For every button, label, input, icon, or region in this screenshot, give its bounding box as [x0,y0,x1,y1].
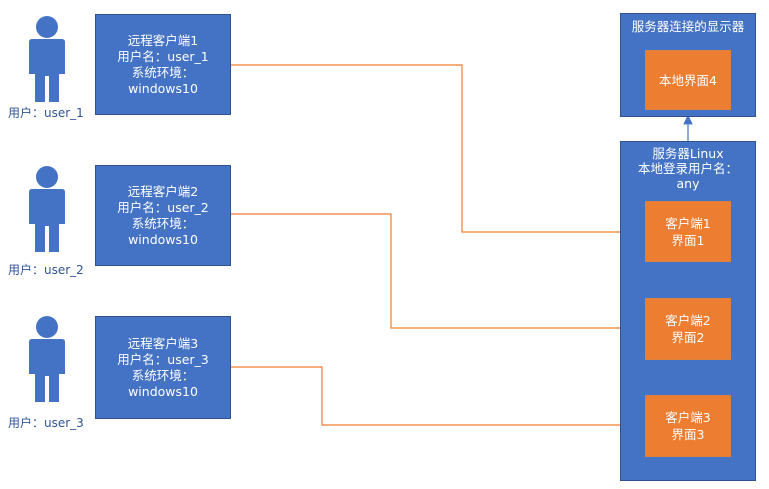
client-name: 远程客户端3 [127,335,199,351]
client-env-value: windows10 [128,383,198,399]
user-label-3: 用户：user_3 [8,416,84,430]
server-title: 服务器Linux 本地登录用户名： any [621,146,755,191]
client-session-1: 客户端1 界面1 [645,201,731,262]
session-client: 客户端2 [665,313,711,328]
local-interface-label: 本地界面4 [659,72,717,88]
connector-client2-session2 [231,213,646,333]
person-icon [29,166,65,252]
session-ui: 界面3 [671,427,705,442]
session-ui: 界面1 [671,232,705,248]
server-login-value: any [676,176,700,191]
session-client: 客户端1 [665,215,711,231]
user-label-2: 用户：user_2 [8,263,84,277]
remote-client-1: 远程客户端1 用户名：user_1 系统环境： windows10 [95,14,231,115]
client-name: 远程客户端2 [127,183,199,199]
session-ui: 界面2 [671,330,705,345]
display-title: 服务器连接的显示器 [631,19,745,34]
connector-client1-session1 [231,64,646,237]
local-interface-box: 本地界面4 [645,50,731,110]
user-label-1: 用户：user_1 [8,106,84,120]
client-env-label: 系统环境： [131,215,195,231]
server-name: 服务器Linux [652,146,724,161]
client-username: 用户名：user_1 [117,48,209,64]
server-login-label: 本地登录用户名： [637,161,738,176]
session-client: 客户端3 [665,410,711,425]
client-env-label: 系统环境： [131,367,195,383]
client-env-value: windows10 [128,231,198,247]
client-name: 远程客户端1 [127,32,199,48]
person-icon [29,16,65,102]
client-username: 用户名：user_3 [117,351,209,367]
client-env-label: 系统环境： [131,64,195,80]
client-username: 用户名：user_2 [117,199,209,215]
connector-client3-session3 [231,366,646,430]
client-session-3: 客户端3 界面3 [645,395,731,457]
client-env-value: windows10 [128,80,198,96]
remote-client-3: 远程客户端3 用户名：user_3 系统环境： windows10 [95,316,231,419]
remote-client-2: 远程客户端2 用户名：user_2 系统环境： windows10 [95,165,231,266]
person-icon [29,316,65,402]
client-session-2: 客户端2 界面2 [645,298,731,360]
